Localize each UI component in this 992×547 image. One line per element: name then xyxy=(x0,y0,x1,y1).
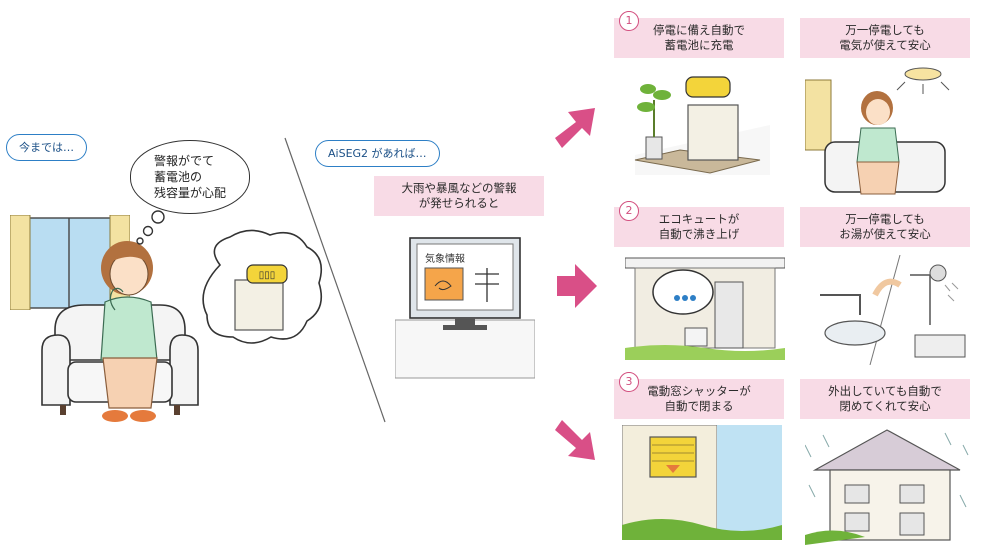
before-pill: 今までは… xyxy=(6,134,87,161)
thought-dots xyxy=(136,210,165,245)
arrow-to-row-2 xyxy=(557,264,597,308)
row-3-shutter-scene xyxy=(622,425,782,540)
row-1-woman-sofa-scene xyxy=(805,67,950,195)
row-2-hot-water-scene xyxy=(820,255,966,365)
row-1-action-label: 停電に備え自動で 蓄電池に充電 xyxy=(614,18,784,58)
row-2-benefit-label: 万一停電しても お湯が使えて安心 xyxy=(800,207,970,247)
section-divider xyxy=(284,137,386,423)
row-3-action-label: 電動窓シャッターが 自動で閉まる xyxy=(614,379,784,419)
battery-thought-cloud: ▯▯▯ xyxy=(202,229,323,344)
row-3-benefit-text: 外出していても自動で 閉めてくれて安心 xyxy=(828,384,942,413)
alert-label: 大雨や暴風などの警報 が発せられると xyxy=(374,176,544,216)
row-3-benefit-label: 外出していても自動で 閉めてくれて安心 xyxy=(800,379,970,419)
arrow-to-row-3 xyxy=(555,420,595,460)
row-3-action-text: 電動窓シャッターが 自動で閉まる xyxy=(647,384,751,413)
row-3-number: 3 xyxy=(619,372,639,392)
row-2-number: 2 xyxy=(619,201,639,221)
tv-illustration: 気象情報 xyxy=(395,237,535,379)
row-2-action-label: エコキュートが 自動で沸き上げ xyxy=(614,207,784,247)
alert-label-text: 大雨や暴風などの警報 が発せられると xyxy=(401,181,517,210)
worry-text: 警報がでて 蓄電池の 残容量が心配 xyxy=(153,154,226,200)
row-1-battery-scene xyxy=(634,76,770,175)
battery-display: ▯▯▯ xyxy=(259,270,276,281)
row-3-house-rain-scene xyxy=(805,429,969,545)
row-2-action-text: エコキュートが 自動で沸き上げ xyxy=(658,212,740,241)
row-1-action-text: 停電に備え自動で 蓄電池に充電 xyxy=(653,23,745,52)
worry-thought-bubble: 警報がでて 蓄電池の 残容量が心配 xyxy=(130,140,250,214)
row-1-benefit-text: 万一停電しても 電気が使えて安心 xyxy=(839,23,931,52)
row-1-benefit-label: 万一停電しても 電気が使えて安心 xyxy=(800,18,970,58)
row-2-ecocute-scene xyxy=(625,257,785,360)
aiseg2-pill: AiSEG2 があれば… xyxy=(315,140,440,167)
row-2-benefit-text: 万一停電しても お湯が使えて安心 xyxy=(839,212,931,241)
tv-screen-text: 気象情報 xyxy=(425,252,465,265)
row-1-number: 1 xyxy=(619,11,639,31)
worried-woman-illustration xyxy=(100,241,158,422)
arrow-to-row-1 xyxy=(555,108,595,148)
